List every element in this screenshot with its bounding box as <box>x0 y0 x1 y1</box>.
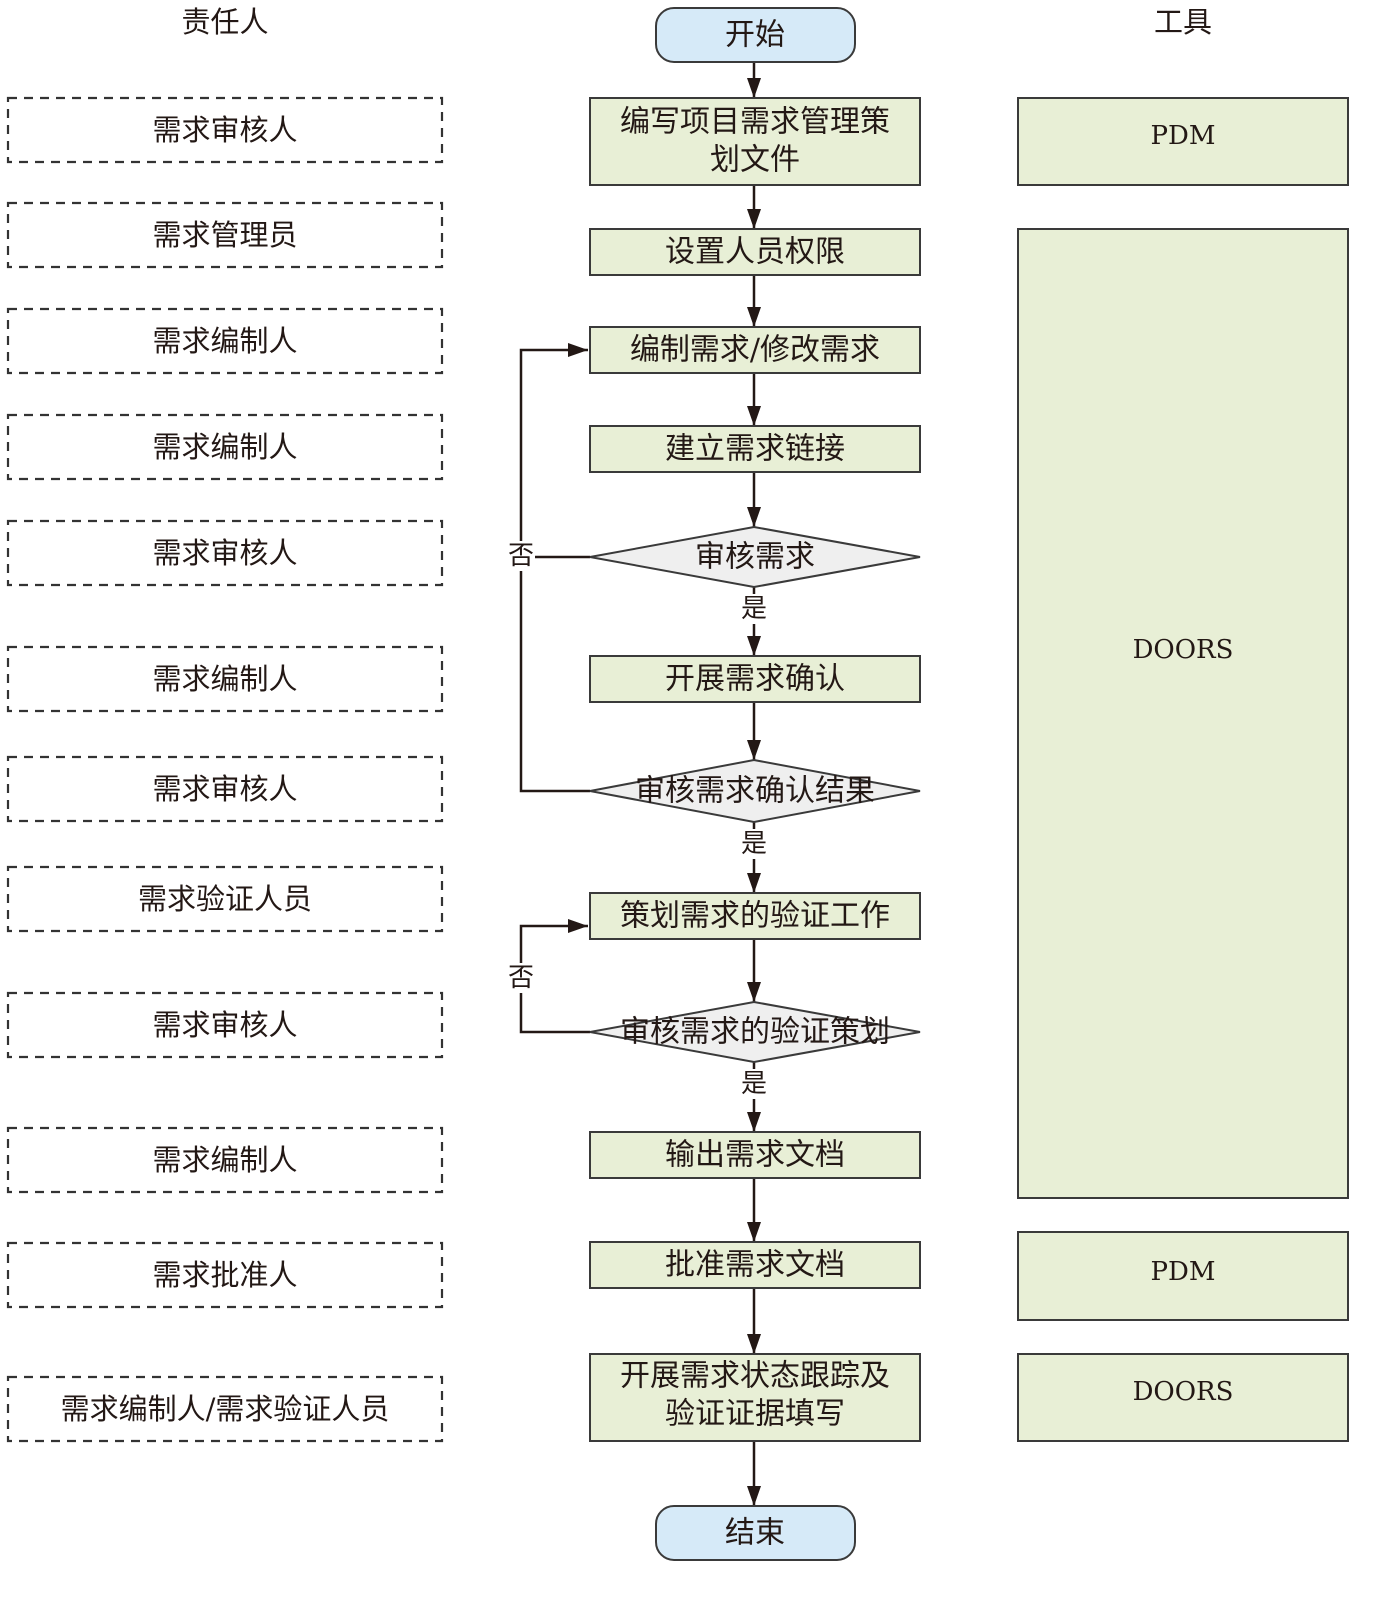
role-label: 需求审核人 <box>152 1008 297 1042</box>
yes-label: 是 <box>741 594 767 624</box>
process-step: 建立需求链接 <box>589 425 921 473</box>
role-box: 需求验证人员 <box>6 865 444 933</box>
role-box: 需求管理员 <box>6 201 444 269</box>
start-label: 开始 <box>725 18 785 53</box>
role-box: 需求审核人 <box>6 991 444 1059</box>
tool-label: DOORS <box>1133 1377 1234 1407</box>
role-box: 需求编制人 <box>6 1126 444 1194</box>
decision-node: 审核需求 <box>589 525 921 589</box>
process-step: 编制需求/修改需求 <box>589 326 921 374</box>
role-label: 需求编制人 <box>152 1143 297 1177</box>
process-step: 开展需求确认 <box>589 655 921 703</box>
tool-label: PDM <box>1151 121 1216 151</box>
step-label: 编制需求/修改需求 <box>630 333 880 368</box>
tools-column: PDM DOORS PDM DOORS <box>1017 97 1349 1442</box>
role-box: 需求审核人 <box>6 519 444 587</box>
start-node: 开始 <box>655 7 856 63</box>
step-label-line: 开展需求状态跟踪及 <box>620 1359 890 1394</box>
role-label: 需求审核人 <box>152 113 297 147</box>
no-label: 否 <box>508 963 534 993</box>
role-label: 需求审核人 <box>152 536 297 570</box>
step-label: 输出需求文档 <box>665 1138 845 1173</box>
tool-box-pdm: PDM <box>1017 1231 1349 1321</box>
role-label: 需求编制人/需求验证人员 <box>61 1392 390 1426</box>
decision-node: 审核需求确认结果 <box>589 758 921 824</box>
step-label: 建立需求链接 <box>665 432 845 467</box>
tool-box-doors: DOORS <box>1017 1353 1349 1442</box>
end-label: 结束 <box>725 1516 785 1551</box>
branch-labels: 是 是 是 否 否 <box>507 541 768 1099</box>
role-box: 需求编制人 <box>6 413 444 481</box>
role-label: 需求验证人员 <box>138 882 312 916</box>
yes-label: 是 <box>741 829 767 859</box>
process-step: 策划需求的验证工作 <box>589 892 921 940</box>
role-label: 需求编制人 <box>152 430 297 464</box>
process-step: 开展需求状态跟踪及 验证证据填写 <box>589 1353 921 1442</box>
role-box: 需求编制人/需求验证人员 <box>6 1375 444 1443</box>
role-box: 需求批准人 <box>6 1241 444 1309</box>
role-box: 需求编制人 <box>6 307 444 375</box>
role-label: 需求批准人 <box>152 1258 297 1292</box>
tool-box-pdm: PDM <box>1017 97 1349 186</box>
process-step: 批准需求文档 <box>589 1241 921 1289</box>
step-label-line: 划文件 <box>710 143 800 178</box>
step-label: 开展需求确认 <box>665 662 845 697</box>
step-label-line: 验证证据填写 <box>665 1397 845 1432</box>
decision-node: 审核需求的验证策划 <box>589 1000 921 1064</box>
decision-label: 审核需求 <box>695 540 815 575</box>
process-step: 编写项目需求管理策 划文件 <box>589 97 921 186</box>
tool-label: DOORS <box>1133 635 1234 665</box>
tool-label: PDM <box>1151 1257 1216 1287</box>
process-step: 设置人员权限 <box>589 228 921 276</box>
step-label: 策划需求的验证工作 <box>620 899 890 934</box>
no-label: 否 <box>508 541 534 571</box>
step-label-line: 编写项目需求管理策 <box>620 105 890 140</box>
decision-label: 审核需求的验证策划 <box>620 1015 890 1050</box>
yes-label: 是 <box>741 1069 767 1099</box>
role-box: 需求编制人 <box>6 645 444 713</box>
role-label: 需求管理员 <box>152 218 297 252</box>
roles-column-header: 责任人 <box>181 5 268 39</box>
end-node: 结束 <box>655 1505 856 1561</box>
step-label: 设置人员权限 <box>665 235 845 270</box>
role-box: 需求审核人 <box>6 96 444 164</box>
role-label: 需求审核人 <box>152 772 297 806</box>
step-label: 批准需求文档 <box>665 1248 845 1283</box>
process-step: 输出需求文档 <box>589 1131 921 1179</box>
decision-label: 审核需求确认结果 <box>635 774 875 809</box>
tool-box-doors: DOORS <box>1017 228 1349 1199</box>
roles-column: 需求审核人 需求管理员 需求编制人 需求编制人 需求审核人 需求编制人 需求审核… <box>6 96 444 1443</box>
role-label: 需求编制人 <box>152 662 297 696</box>
role-label: 需求编制人 <box>152 324 297 358</box>
role-box: 需求审核人 <box>6 755 444 823</box>
tools-column-header: 工具 <box>1154 5 1212 39</box>
